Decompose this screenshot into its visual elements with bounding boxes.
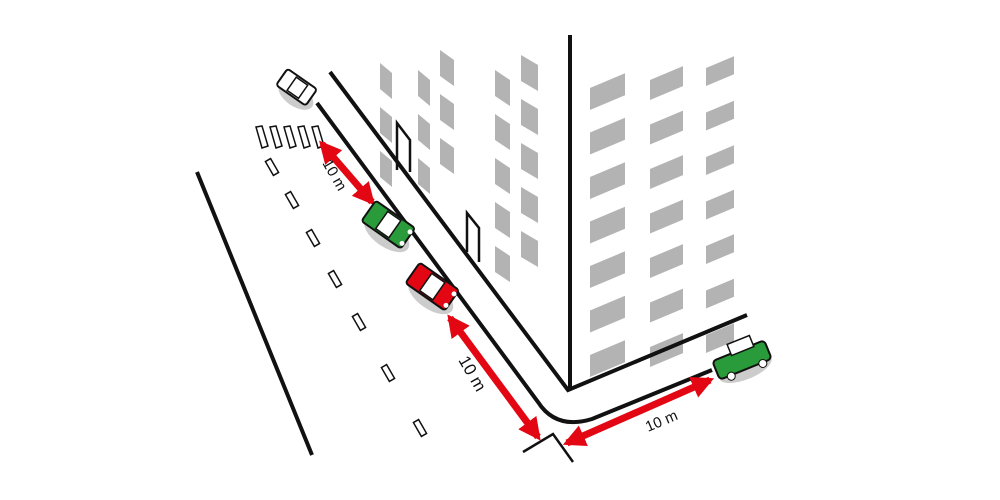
window	[418, 114, 430, 150]
window	[495, 246, 510, 282]
window	[650, 199, 683, 234]
window	[521, 231, 538, 267]
window	[495, 202, 510, 238]
window	[650, 66, 683, 100]
building-windows	[380, 50, 734, 377]
window	[495, 70, 510, 106]
window	[418, 158, 430, 194]
window	[650, 110, 683, 145]
window	[521, 55, 538, 91]
window	[590, 295, 625, 333]
window	[380, 63, 392, 99]
lane-dash	[412, 418, 428, 438]
window	[590, 251, 625, 288]
window	[440, 94, 454, 130]
window	[706, 100, 734, 131]
lane-dash	[327, 269, 343, 289]
lane-dash	[284, 190, 300, 210]
window	[706, 323, 734, 353]
distance-arrow-corner-left	[447, 314, 541, 441]
green-car	[361, 200, 415, 253]
lane-dash	[380, 363, 396, 383]
window	[590, 206, 625, 244]
window	[495, 114, 510, 150]
lane-dashes	[264, 157, 428, 438]
window	[521, 143, 538, 179]
window	[590, 162, 625, 199]
corner-mark	[522, 432, 575, 463]
crosswalk-stripe	[255, 125, 269, 149]
window	[706, 56, 734, 86]
road-edge-line	[195, 171, 314, 456]
window	[706, 189, 734, 220]
window	[440, 138, 454, 174]
distance-label: 10 m	[643, 407, 680, 436]
window	[418, 70, 430, 106]
crosswalk	[255, 125, 325, 149]
window	[706, 145, 734, 175]
distance-label: 10 m	[455, 353, 490, 395]
crosswalk-stripe	[269, 125, 283, 149]
window	[440, 50, 454, 86]
white-car	[276, 68, 317, 110]
window	[495, 158, 510, 194]
window	[590, 117, 625, 155]
window	[650, 244, 683, 278]
window	[590, 73, 625, 110]
lane-dash	[264, 157, 280, 177]
window	[650, 155, 683, 189]
window	[521, 99, 538, 135]
window	[590, 340, 625, 377]
lane-dash	[351, 312, 367, 332]
window	[706, 234, 734, 264]
window	[706, 278, 734, 309]
crosswalk-stripe	[283, 125, 297, 149]
red-car	[405, 262, 459, 315]
lane-dash	[305, 228, 321, 248]
green-car-corner	[712, 334, 772, 383]
distance-arrow-corner-right	[562, 376, 715, 447]
crosswalk-stripe	[297, 125, 311, 149]
window	[521, 187, 538, 223]
window	[650, 288, 683, 323]
sign-pole	[395, 119, 412, 172]
sign-pole	[465, 209, 481, 262]
window	[380, 151, 392, 187]
distance-arrow-crosswalk	[319, 140, 375, 206]
window	[380, 107, 392, 143]
